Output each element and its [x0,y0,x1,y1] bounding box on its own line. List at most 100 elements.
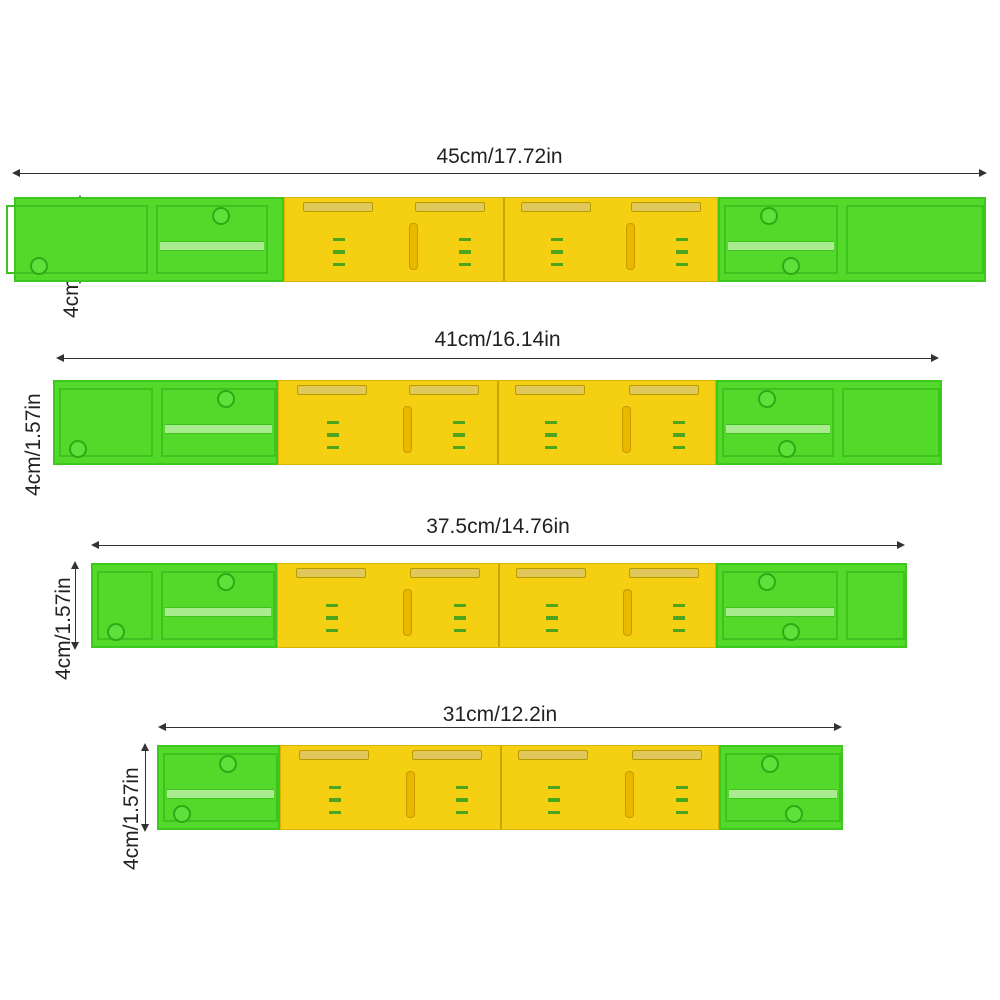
length-label: 37.5cm/14.76in [426,515,570,538]
panel [725,753,841,822]
height-arrow [71,561,79,650]
clip-icon [545,433,558,449]
peg-icon [782,257,800,275]
slot [521,202,591,212]
height-label: 4cm/1.57in [120,767,143,870]
slot [299,750,369,760]
length-arrow [158,723,842,731]
slot [303,202,373,212]
peg-icon [758,390,776,408]
panel [724,205,838,274]
panel [722,571,838,640]
length-label: 41cm/16.14in [434,328,561,351]
length-arrow [12,169,987,177]
clip-icon [454,616,466,632]
ruler-bar [157,745,843,830]
panel [156,205,268,274]
peg-icon [212,207,230,225]
pin [622,589,632,636]
yellow-middle [278,380,716,465]
length-arrow [56,354,939,362]
clip-icon [456,798,469,814]
pin [409,223,419,270]
clip-icon [675,250,688,266]
panel [97,571,153,640]
pin [626,223,636,270]
pin [625,771,635,818]
panel [842,388,940,457]
green-end-right [716,380,942,465]
peg-icon [778,440,796,458]
panel [722,388,834,457]
panel [846,205,984,274]
slot [632,750,702,760]
clip-icon [673,616,686,632]
slot [518,750,588,760]
rail [165,607,271,617]
peg-icon [219,755,237,773]
rail [165,424,272,434]
slot [629,568,699,578]
clip-icon [326,616,339,632]
peg-icon [785,805,803,823]
peg-icon [758,573,776,591]
pin [403,589,413,636]
pin [403,406,413,453]
green-end-right [716,563,907,648]
slot [629,385,699,395]
panel [163,753,278,822]
center-split [500,746,502,829]
peg-icon [69,440,87,458]
slot [516,568,586,578]
slot [412,750,482,760]
panel [59,388,153,457]
panel [6,205,148,274]
peg-icon [782,623,800,641]
peg-icon [107,623,125,641]
rail [167,789,274,799]
green-end-right [719,745,843,830]
center-split [497,381,499,464]
ruler-bar [6,197,986,282]
clip-icon [326,433,339,449]
green-end-left [91,563,277,648]
peg-icon [217,390,235,408]
clip-icon [676,798,688,814]
rail [726,424,830,434]
slot [409,385,479,395]
clip-icon [453,433,466,449]
height-arrow [141,743,149,832]
green-end-left [157,745,280,830]
clip-icon [550,250,563,266]
rail [726,607,834,617]
clip-icon [673,433,685,449]
rail [729,789,837,799]
slot [410,568,480,578]
peg-icon [760,207,778,225]
pin [622,406,632,453]
pin [405,771,415,818]
clip-icon [548,798,561,814]
slot [297,385,367,395]
ruler-bar [53,380,942,465]
length-label: 31cm/12.2in [442,703,558,726]
peg-icon [30,257,48,275]
clip-icon [546,616,559,632]
clip-icon [459,250,472,266]
yellow-middle [284,197,718,282]
ruler-bar [91,563,907,648]
panel [161,388,276,457]
peg-icon [761,755,779,773]
yellow-middle [277,563,716,648]
green-end-left [6,197,284,282]
panel [161,571,275,640]
clip-icon [332,250,345,266]
yellow-middle [280,745,719,830]
length-arrow [91,541,905,549]
length-label: 45cm/17.72in [436,145,563,168]
center-split [498,564,500,647]
